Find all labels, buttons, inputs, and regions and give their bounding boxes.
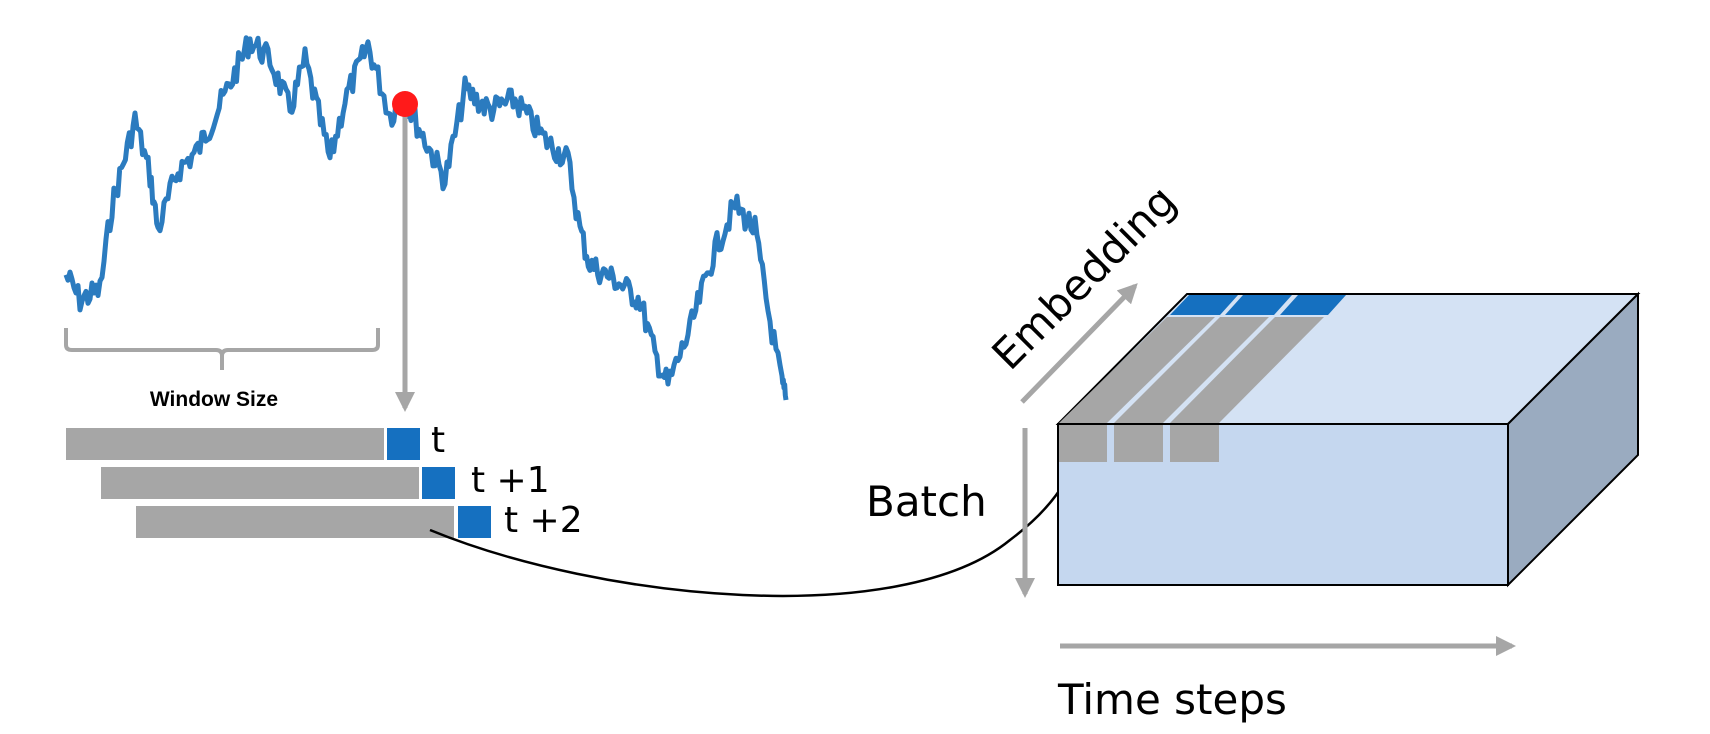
front-cell-2 [1114, 425, 1163, 462]
top-blue-cell-3 [1280, 295, 1346, 315]
top-blue-cell-1 [1170, 295, 1238, 315]
embedding-axis-arrow [1020, 283, 1138, 404]
time-steps-label: Time steps [1057, 675, 1287, 724]
sample-window-t1: t +1 [101, 460, 550, 501]
sample-window-t: t [66, 420, 445, 461]
sample-label-t1: t +1 [471, 460, 550, 501]
top-strip-3 [1170, 317, 1324, 423]
window-size-label: Window Size [150, 388, 278, 411]
target-cell [387, 428, 420, 460]
target-cell [458, 506, 491, 538]
front-cell-3 [1170, 425, 1219, 462]
front-cell-1 [1059, 425, 1107, 462]
top-strip-2 [1114, 317, 1269, 423]
time-series-line [63, 35, 789, 401]
sample-window-t2: t +2 [136, 500, 583, 541]
batch-label: Batch [866, 477, 987, 526]
window-size-bracket [64, 328, 380, 370]
top-strip-1 [1059, 317, 1215, 423]
window-bar [136, 506, 454, 538]
sample-label-t2: t +2 [504, 500, 583, 541]
current-point-marker [392, 91, 418, 117]
sample-label-t: t [431, 420, 445, 461]
tensor-box [1055, 291, 1641, 588]
mapping-arrow [429, 449, 1082, 598]
top-blue-cell-2 [1225, 295, 1292, 315]
window-bar [66, 428, 384, 460]
target-cell [422, 467, 455, 499]
window-bar [101, 467, 419, 499]
